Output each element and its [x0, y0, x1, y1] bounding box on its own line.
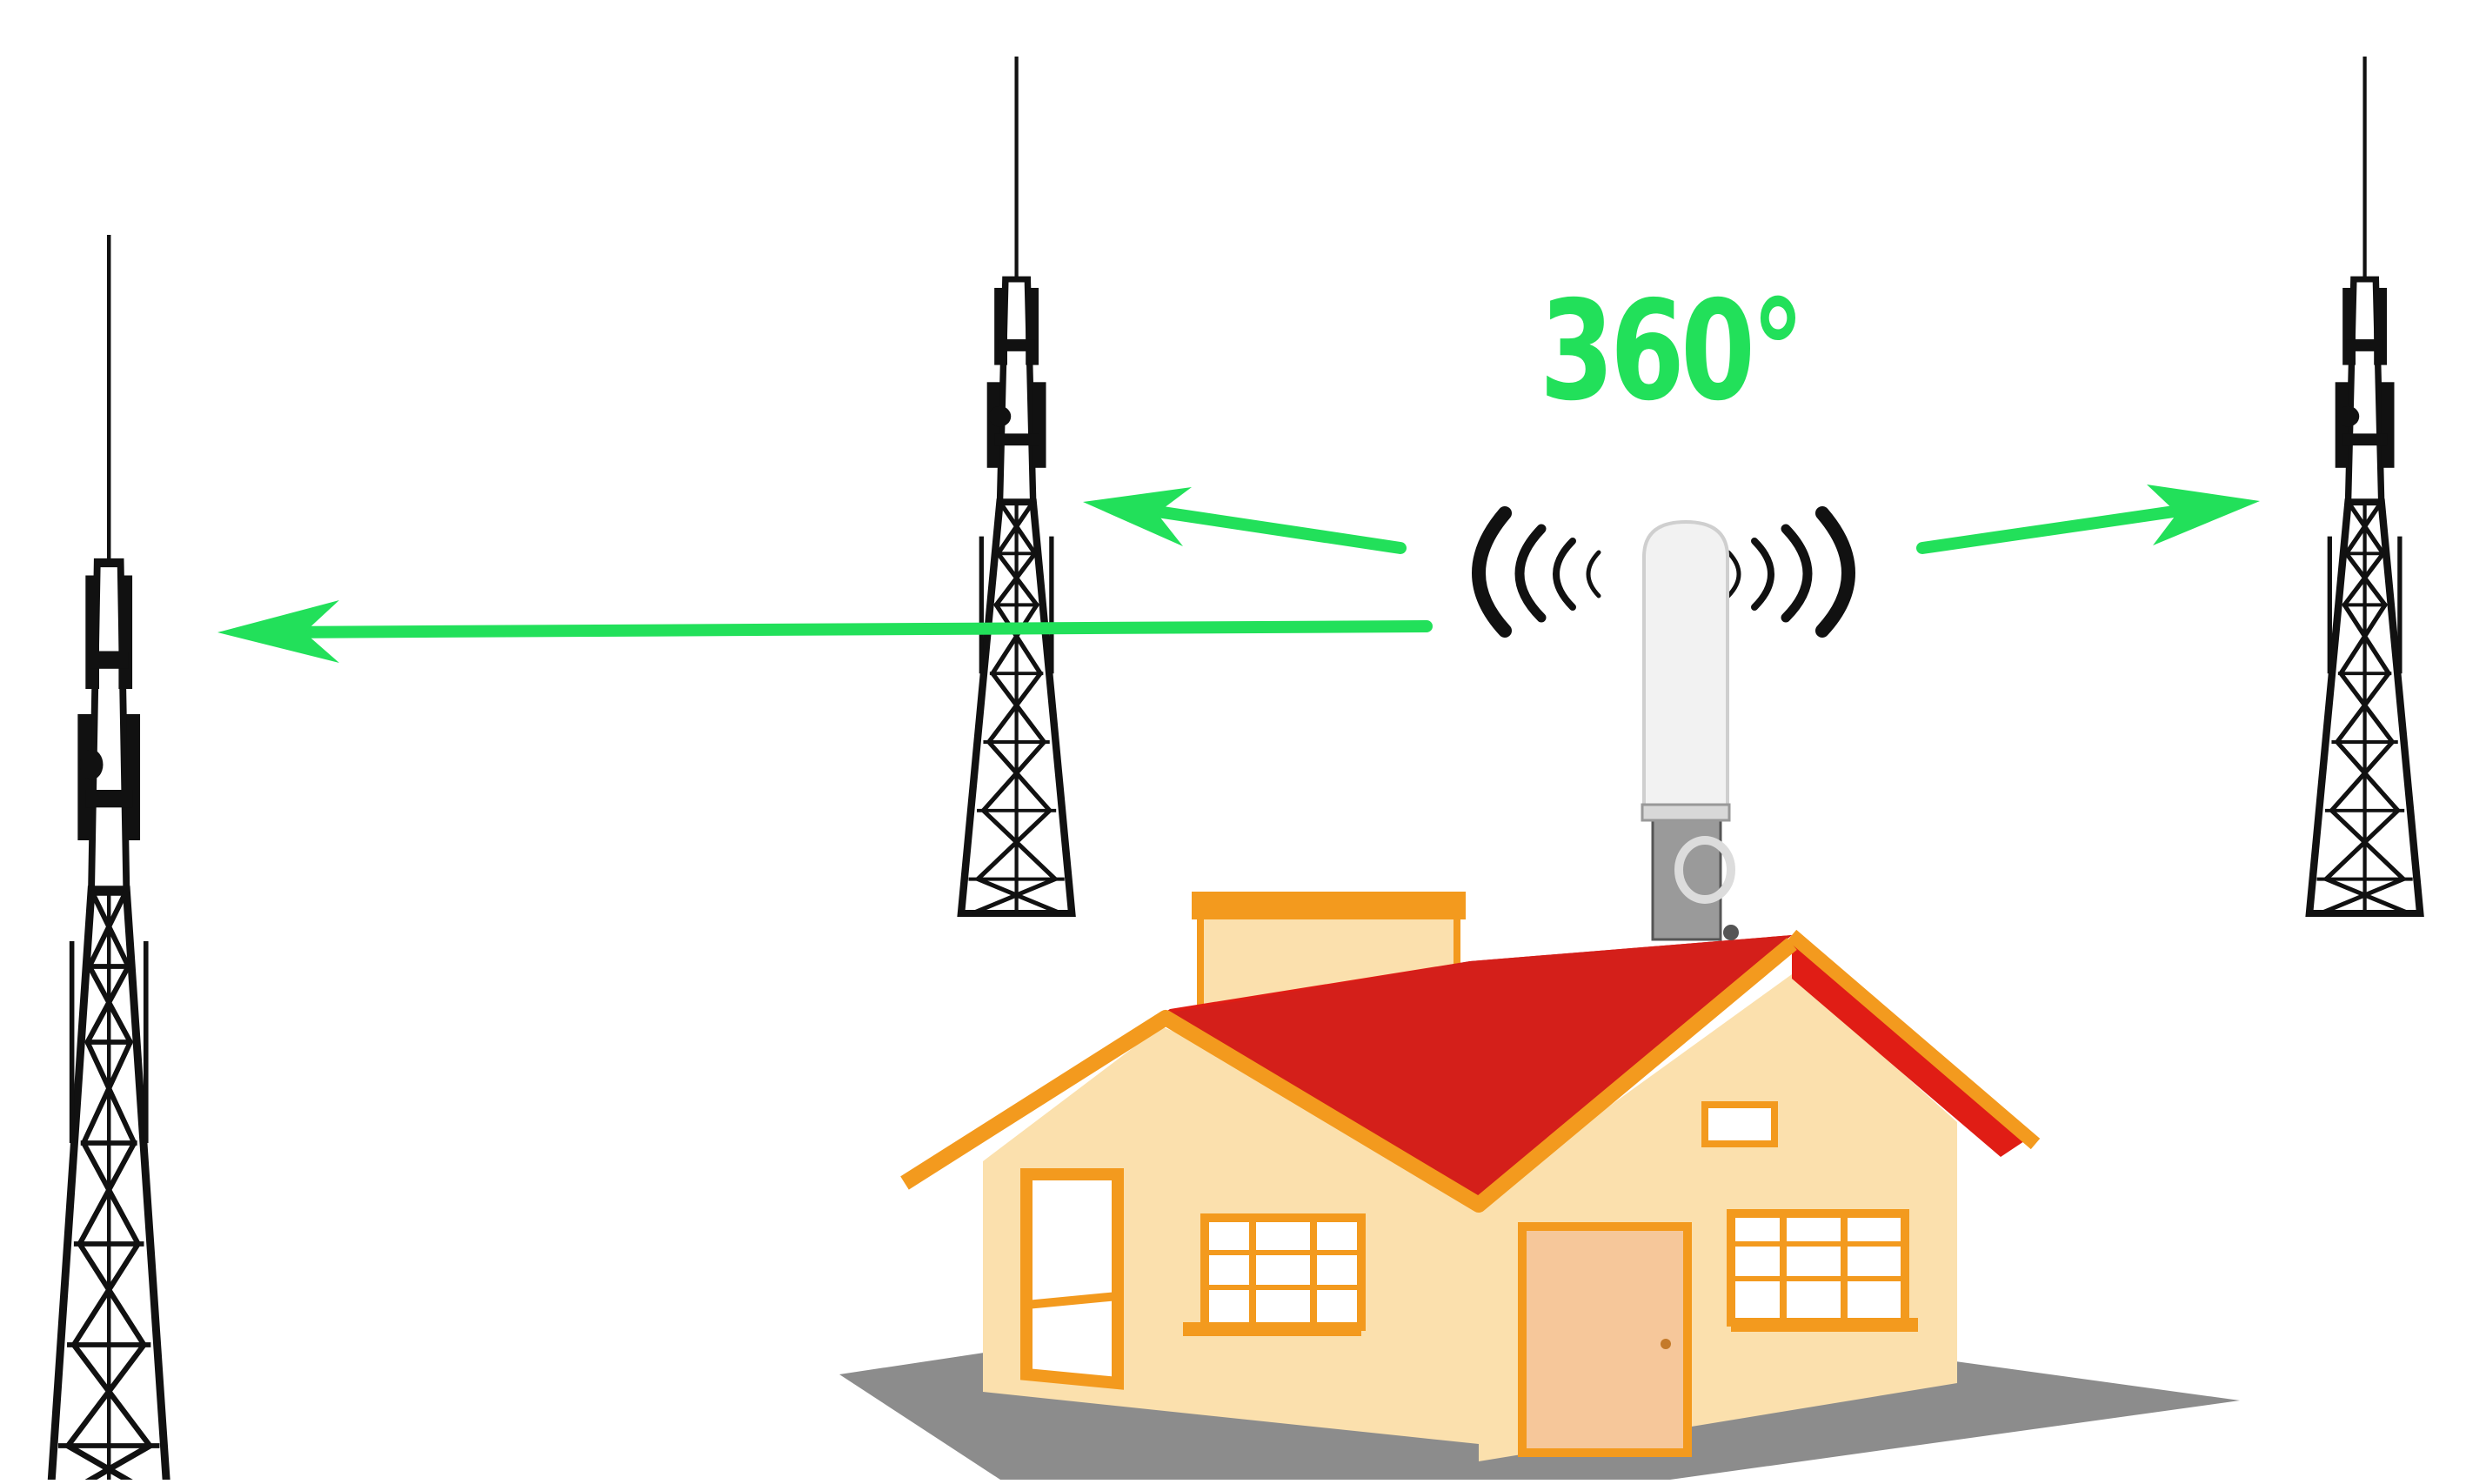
arrow-icon — [217, 600, 1433, 663]
antenna-icon — [1641, 519, 1739, 941]
cell-tower-icon — [961, 57, 1072, 913]
cell-tower-icon — [2309, 57, 2420, 913]
house-icon — [900, 892, 2041, 1461]
arrow-icon — [1083, 487, 1407, 554]
coverage-label: 360° — [1540, 271, 1805, 431]
signal-wave-icon — [1726, 506, 1855, 638]
cell-tower-icon — [50, 235, 167, 1480]
signal-wave-icon — [1472, 506, 1601, 638]
arrow-icon — [1916, 485, 2260, 554]
